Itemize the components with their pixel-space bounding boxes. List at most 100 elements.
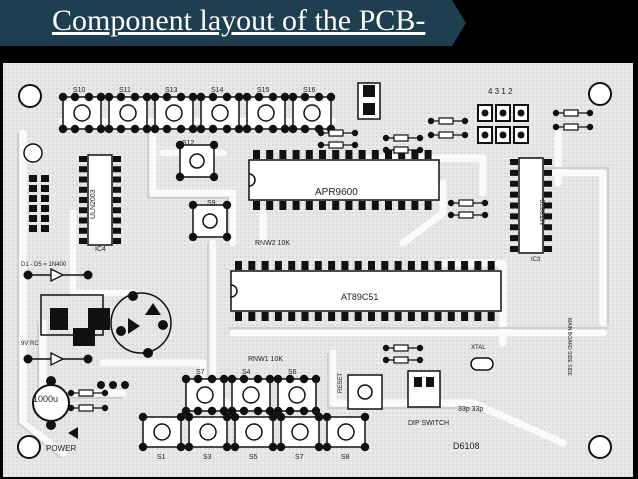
switch-bottom-4: S7 (276, 412, 324, 461)
pad (300, 124, 310, 134)
pad (416, 146, 424, 154)
pad (193, 406, 203, 416)
bridge-ring (110, 292, 172, 354)
pad (253, 406, 263, 416)
label-pins-top: 4 3 1 2 (488, 87, 513, 96)
label-d1: D1 - D5 = 1N400 (21, 262, 67, 268)
header-pin (41, 185, 49, 192)
switch-label: S10 (73, 87, 86, 94)
pad (268, 92, 278, 102)
chip-pin (371, 150, 379, 159)
chip-pin (394, 261, 402, 270)
pad (176, 442, 186, 452)
pad (222, 232, 232, 242)
chip-pin (385, 150, 392, 159)
chip-pin (510, 180, 518, 187)
pad (242, 124, 252, 134)
chip-pin (288, 312, 296, 321)
resistor-body (328, 129, 344, 137)
pad (176, 92, 186, 102)
pad (285, 406, 295, 416)
pad (314, 92, 324, 102)
header-pin (29, 225, 37, 232)
chip-pin (301, 261, 309, 270)
pad (461, 117, 469, 125)
switch-button (196, 386, 214, 404)
pad (314, 442, 324, 452)
label-reset: RESET (338, 373, 344, 393)
pad (67, 404, 75, 412)
pad (300, 92, 310, 102)
switch-body (62, 96, 102, 130)
pad (288, 92, 298, 102)
chip-pin (79, 197, 87, 203)
chip-pin (510, 191, 518, 198)
pad (207, 374, 217, 384)
switch-mid-3: S6 (273, 369, 321, 416)
pad (230, 442, 240, 452)
pad (382, 344, 390, 352)
label-power: POWER (46, 444, 76, 453)
chip-pin (510, 235, 518, 242)
chip-pin (305, 201, 313, 210)
pad (142, 92, 152, 102)
switch-label: S7 (295, 454, 304, 461)
switch-label: S3 (203, 454, 212, 461)
chip-apr9600 (248, 150, 440, 210)
pad (499, 109, 507, 117)
pad (234, 124, 244, 134)
chip-pin (248, 261, 256, 270)
pad (322, 412, 332, 422)
pad (150, 92, 160, 102)
chip-pin (381, 261, 389, 270)
chip-pin (113, 156, 121, 162)
pad (97, 381, 105, 389)
pad (416, 344, 424, 352)
pad (239, 406, 249, 416)
switch-label: S1 (157, 454, 166, 461)
pad (285, 374, 295, 384)
chip-pin (407, 261, 415, 270)
pad (188, 124, 198, 134)
chip-pin (79, 217, 87, 224)
misc-components (23, 82, 594, 439)
chip-pin (371, 201, 379, 210)
small-capacitor (23, 143, 43, 163)
chip-pin (510, 213, 518, 220)
chip-pin (354, 312, 362, 321)
pad (239, 374, 249, 384)
pad (84, 124, 94, 134)
chip-pin (341, 261, 349, 270)
chip-pin (385, 201, 392, 210)
pad (175, 140, 185, 150)
transistor-pad (363, 103, 375, 115)
chip-pin (434, 312, 442, 321)
chip-pin (266, 201, 274, 210)
chip-pin (292, 150, 300, 159)
chip-pin (421, 261, 429, 270)
chip-pin (305, 150, 313, 159)
regulator-pad (50, 308, 68, 330)
pad (138, 412, 148, 422)
pad (138, 442, 148, 452)
pad (70, 92, 80, 102)
chip-pin (411, 201, 419, 210)
pad (209, 172, 219, 182)
pad (181, 406, 191, 416)
chip-pin (544, 202, 552, 209)
chip-pin (411, 150, 419, 159)
pad (84, 92, 94, 102)
pad (299, 406, 309, 416)
pad (67, 389, 75, 397)
pad (382, 356, 390, 364)
chip-pin (544, 246, 552, 252)
header-pin (29, 205, 37, 212)
switch-label: S4 (242, 369, 251, 376)
chip-pin (261, 312, 269, 321)
pad (586, 109, 594, 117)
crystal (470, 357, 494, 371)
header-pin (41, 225, 49, 232)
diode-body (50, 351, 65, 367)
